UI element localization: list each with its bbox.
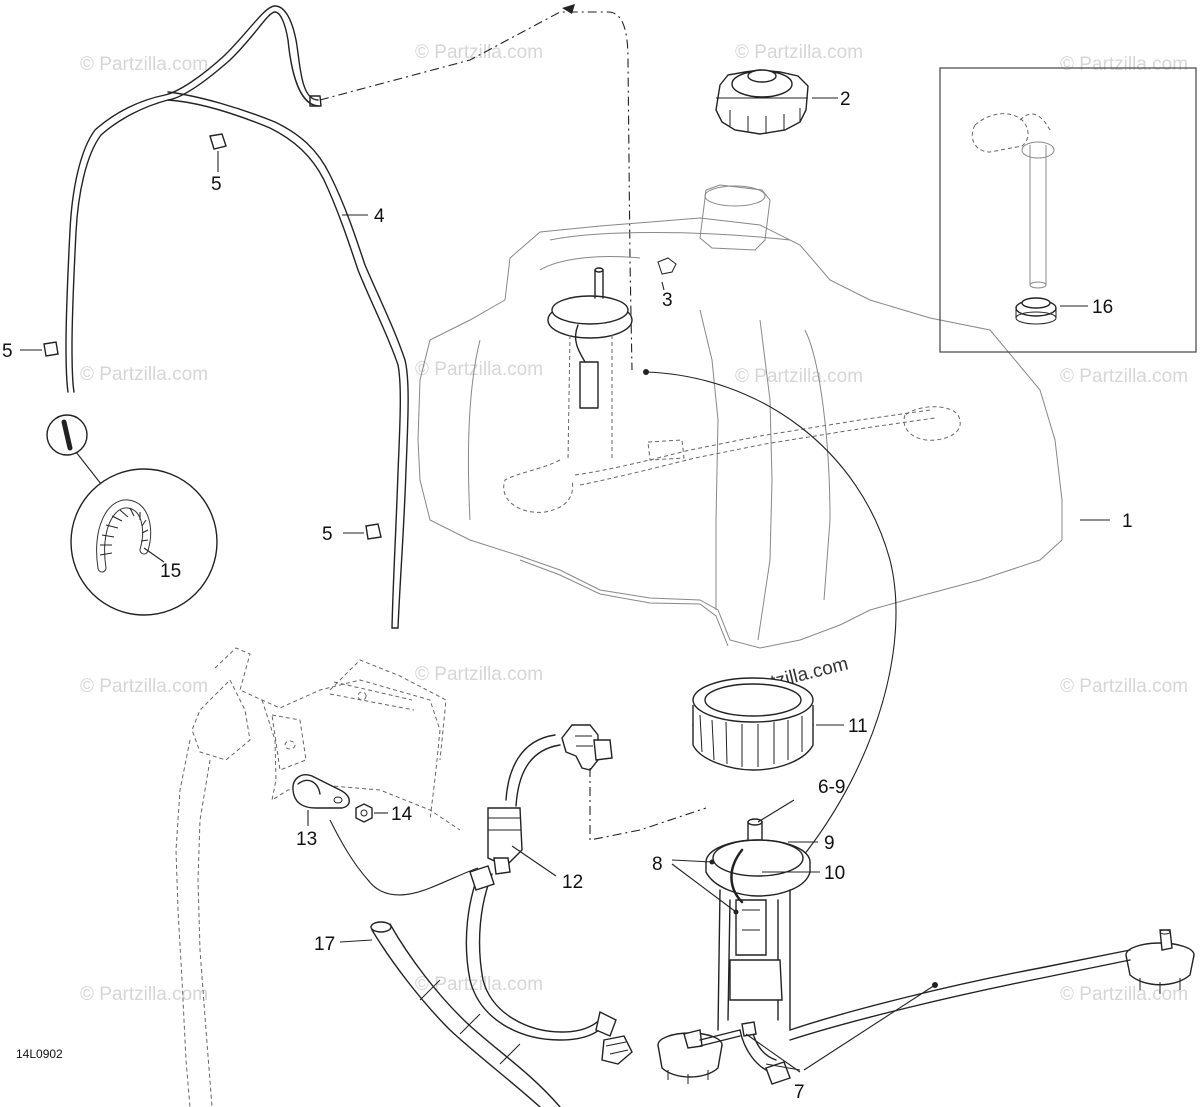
- level-sensor-inset: [939, 67, 1197, 353]
- watermark: © Partzilla.com: [415, 42, 543, 63]
- callout-16: 16: [1092, 297, 1113, 318]
- watermark: © Partzilla.com: [80, 676, 208, 697]
- callout-12: 12: [562, 872, 583, 893]
- callout-7: 7: [794, 1082, 805, 1103]
- lock-ring-part: [692, 677, 814, 771]
- leader-7b: [745, 1033, 801, 1073]
- callout-1: 1: [1122, 511, 1133, 532]
- watermark: © Partzilla.com: [80, 984, 208, 1005]
- callout-10: 10: [824, 863, 845, 884]
- callout-13: 13: [296, 829, 317, 850]
- callout-11: 11: [848, 716, 868, 737]
- fuel-tank-part: [417, 184, 1063, 649]
- callout-5-mid: 5: [322, 524, 333, 545]
- callout-5-left: 5: [2, 341, 13, 362]
- callout-labels: 1 2 3 4 5 5 5 6-9 8 9 10 11 12 13 14 15 …: [2, 89, 1133, 1103]
- leader-dot: [932, 982, 938, 988]
- callout-14: 14: [391, 804, 413, 825]
- clip-part: [43, 133, 382, 540]
- leader-6-9: [757, 799, 795, 823]
- callout-4: 4: [374, 206, 385, 227]
- watermark: © Partzilla.com: [735, 366, 863, 387]
- leader-3: [661, 281, 665, 291]
- fuel-hose-part: [370, 921, 561, 1107]
- fuel-cap-part: [715, 69, 809, 135]
- clamp-part: [292, 774, 373, 823]
- assembly-curve: [645, 371, 897, 881]
- watermark-layer: © Partzilla.com © Partzilla.com © Partzi…: [80, 42, 1188, 1005]
- frame-bracket: [175, 647, 461, 1107]
- leader-7c: [803, 984, 936, 1071]
- callout-3: 3: [662, 290, 673, 311]
- fuel-filter-part: [465, 724, 633, 1065]
- watermark: © Partzilla.com: [415, 664, 543, 685]
- leader-13: [329, 819, 479, 896]
- callout-15: 15: [160, 561, 181, 582]
- leader-dot: [643, 369, 649, 375]
- watermark: © Partzilla.com: [1060, 54, 1188, 75]
- hose-routing-leader: [589, 768, 707, 841]
- arrow-head-icon: [562, 4, 575, 14]
- callout-17: 17: [314, 934, 335, 955]
- fuel-pump-module-part: [657, 818, 1195, 1085]
- watermark: © Partzilla.com: [1060, 676, 1188, 697]
- callout-2: 2: [840, 89, 851, 110]
- watermark: © Partzilla.com: [1060, 984, 1188, 1005]
- leader-12: [511, 845, 557, 877]
- watermark: © Partzilla.com: [80, 364, 208, 385]
- leader-7a: [765, 1063, 801, 1071]
- leader-17: [339, 939, 373, 943]
- leader-15: [143, 547, 165, 563]
- watermark: © Partzilla.com: [415, 974, 543, 995]
- leader-dot: [733, 909, 739, 915]
- spiral-wrap-part: [46, 414, 218, 616]
- routing-leader: [319, 11, 633, 371]
- leader-dot: [709, 859, 715, 865]
- watermark: © Partzilla.com: [1060, 366, 1188, 387]
- callout-9: 9: [824, 833, 835, 854]
- watermark: © Partzilla.com: [415, 359, 543, 380]
- vent-hose-part: [65, 5, 409, 629]
- diagram-reference-code: 14L0902: [16, 1047, 63, 1061]
- callout-5-top: 5: [211, 174, 222, 195]
- leader-8b: [671, 863, 737, 913]
- callout-8: 8: [652, 854, 663, 875]
- callout-6-9: 6-9: [818, 777, 845, 798]
- watermark: © Partzilla.com: [735, 42, 863, 63]
- watermark: © Partzilla.com: [80, 54, 208, 75]
- leader-8a: [671, 859, 713, 863]
